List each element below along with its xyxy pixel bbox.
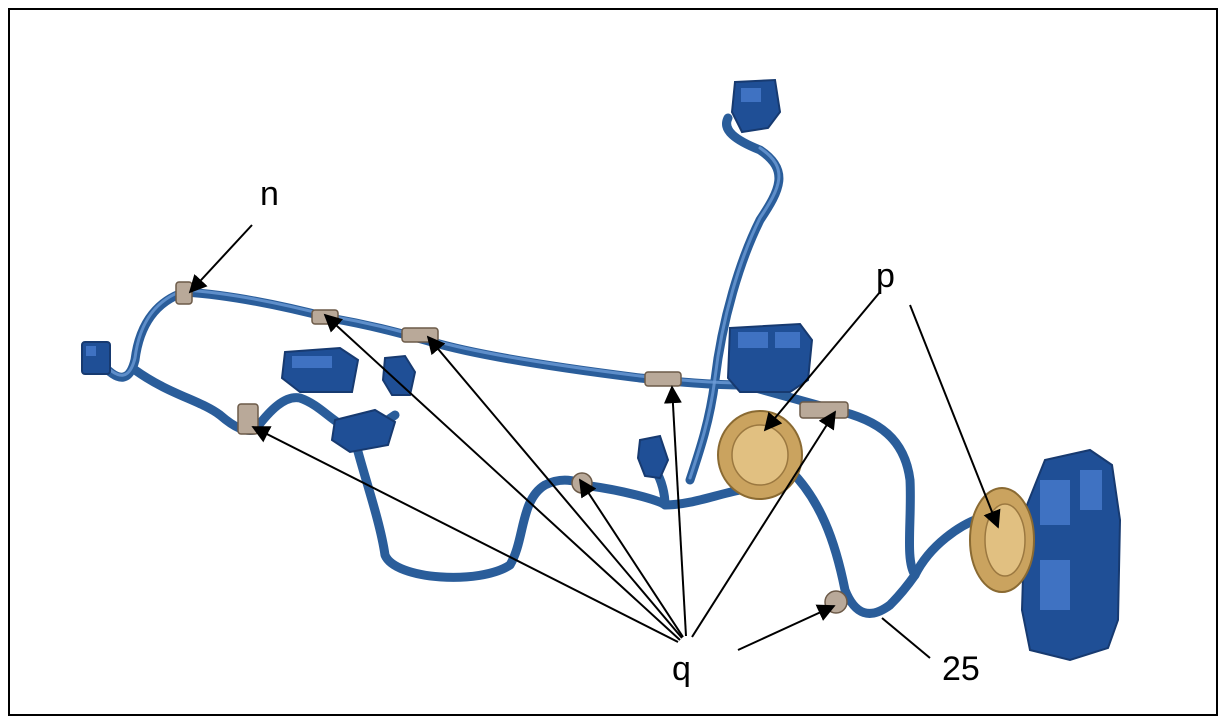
clip-q-1 bbox=[311, 309, 339, 325]
arrow-q-4 bbox=[579, 478, 684, 638]
clip-q-5 bbox=[644, 371, 682, 387]
arrow-q-7 bbox=[737, 604, 836, 651]
arrow-q-3 bbox=[426, 335, 683, 639]
label-q: q bbox=[672, 650, 691, 688]
leader-arrows bbox=[188, 224, 1001, 659]
connector-top bbox=[730, 78, 782, 134]
arrow-q-6 bbox=[691, 410, 836, 638]
label-p: p bbox=[876, 257, 895, 295]
grommet-center bbox=[717, 410, 803, 500]
harness-cables bbox=[95, 113, 985, 618]
connector-small-left bbox=[381, 354, 417, 396]
clip-q-3 bbox=[237, 403, 259, 435]
arrow-q-1 bbox=[251, 426, 679, 643]
clip-q-6 bbox=[799, 401, 849, 419]
connector-block-left bbox=[280, 346, 360, 393]
grommet-right bbox=[969, 487, 1035, 593]
clip-q-2 bbox=[401, 327, 439, 343]
clip-n bbox=[175, 281, 193, 305]
arrow-p-2 bbox=[909, 304, 1001, 529]
connector-junction-left bbox=[330, 408, 397, 454]
connector-center-block bbox=[726, 322, 814, 393]
connector-large-right bbox=[1020, 448, 1122, 662]
arrow-q-5 bbox=[663, 385, 687, 637]
label-25: 25 bbox=[942, 650, 980, 688]
label-n: n bbox=[260, 175, 279, 213]
connector-left-end bbox=[81, 341, 111, 375]
arrow-q-2 bbox=[323, 313, 681, 641]
connector-center-small bbox=[636, 434, 670, 480]
diagram-frame bbox=[8, 8, 1218, 716]
leader-25 bbox=[881, 617, 931, 659]
arrow-p-1 bbox=[763, 291, 881, 432]
arrow-n bbox=[188, 224, 253, 294]
clips bbox=[175, 281, 849, 614]
